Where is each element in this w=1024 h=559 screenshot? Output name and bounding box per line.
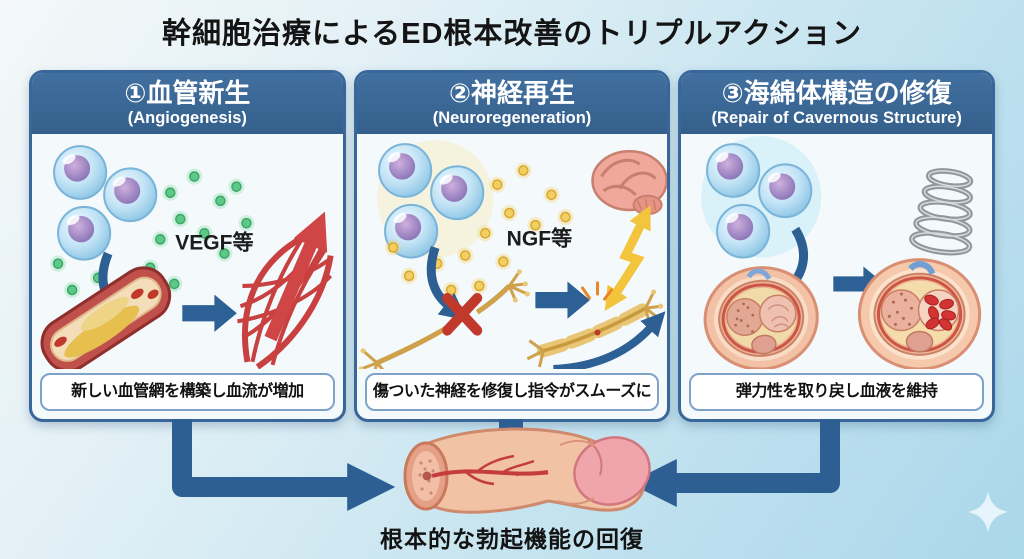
panel-subheading: (Repair of Cavernous Structure): [711, 109, 962, 127]
angiogenesis-illustration: VEGF等: [40, 145, 334, 369]
panel-heading: ②神経再生: [449, 78, 576, 108]
cavernous-cross-section-before-icon: [703, 266, 820, 369]
spring-icon: [909, 168, 974, 256]
panel-neuroregeneration-header: ②神経再生 (Neuroregeneration): [356, 73, 668, 134]
panel-heading: ①血管新生: [124, 78, 251, 108]
damaged-nerve-icon: [358, 269, 530, 369]
brain-icon: [590, 149, 668, 216]
panel-neuroregeneration: ②神経再生 (Neuroregeneration): [353, 70, 671, 422]
sparkle-icon: [968, 492, 1008, 532]
panel-angiogenesis: ①血管新生 (Angiogenesis) VEGF等: [29, 70, 346, 422]
panel-subheading: (Neuroregeneration): [432, 109, 592, 127]
panel-cavernous-repair-caption: 弾力性を取り戻し血液を維持: [689, 373, 985, 411]
right-block-arrow-icon: [182, 294, 237, 332]
panel-heading: ③海綿体構造の修復: [721, 78, 952, 108]
cavernous-repair-illustration: [701, 136, 982, 369]
blood-flow-arrow-icon: [264, 211, 328, 342]
panel-angiogenesis-caption: 新しい血管網を構築し血流が増加: [40, 373, 335, 411]
vegf-label: VEGF等: [175, 229, 253, 254]
panel-neuroregeneration-caption: 傷ついた神経を修復し指令がスムーズに: [364, 373, 660, 411]
panels-row: ①血管新生 (Angiogenesis) VEGF等: [29, 70, 996, 422]
footer-caption: 根本的な勃起機能の回復: [380, 526, 644, 552]
panel-cavernous-repair-header: ③海綿体構造の修復 (Repair of Cavernous Structure…: [681, 73, 993, 134]
panel-subheading: (Angiogenesis): [127, 109, 247, 127]
cavernous-cross-section-after-icon: [858, 258, 982, 369]
bottom-illustration: [172, 419, 1008, 532]
spark-icon: [580, 281, 613, 301]
right-elbow-arrow-icon: [628, 419, 840, 508]
neuroregeneration-illustration: NGF等: [358, 140, 668, 369]
panel-neuroregeneration-art: NGF等: [357, 134, 668, 369]
clogged-vessel-icon: [40, 266, 172, 369]
stem-cells-icon: [53, 145, 158, 261]
ngf-label: NGF等: [506, 225, 571, 250]
panel-cavernous-repair-art: [681, 134, 992, 369]
penis-illustration-icon: [403, 427, 651, 514]
panel-cavernous-repair: ③海綿体構造の修復 (Repair of Cavernous Structure…: [678, 70, 996, 422]
left-elbow-arrow-icon: [172, 419, 396, 512]
up-curved-arrow-icon: [552, 311, 666, 369]
panel-angiogenesis-header: ①血管新生 (Angiogenesis): [32, 73, 343, 134]
red-x-icon: [441, 293, 482, 336]
page-title: 幹細胞治療によるED根本改善のトリプルアクション: [162, 18, 862, 50]
panel-angiogenesis-art: VEGF等: [32, 134, 343, 369]
signal-bolt-arrow-icon: [604, 205, 651, 311]
